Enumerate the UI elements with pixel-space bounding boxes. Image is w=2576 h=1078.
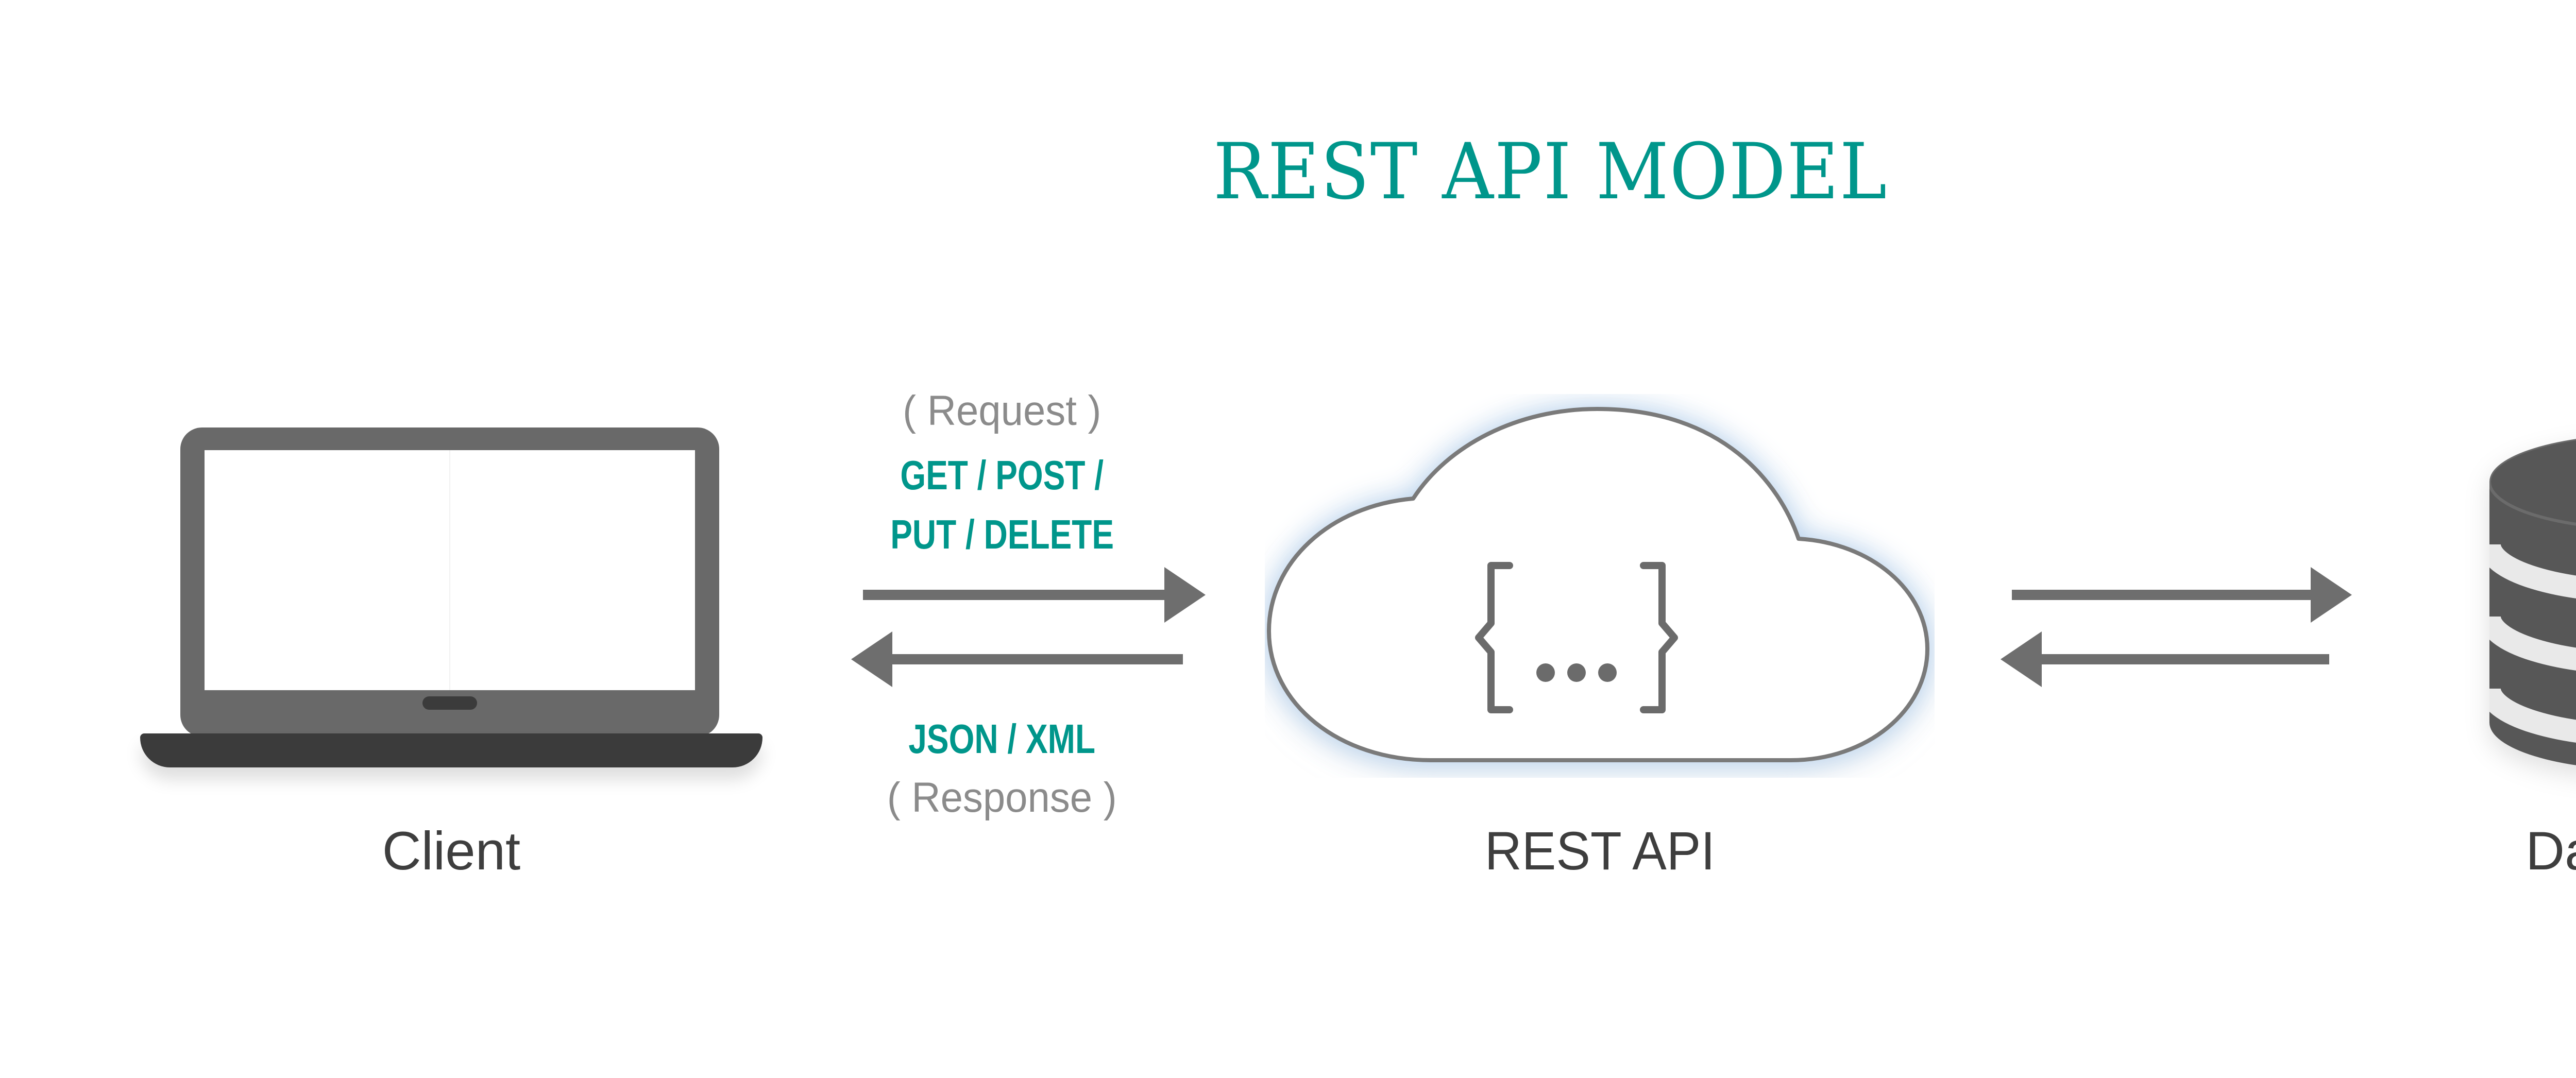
database-top-rim: [2488, 437, 2576, 526]
api-node-label: REST API: [1484, 821, 1715, 881]
ellipsis-dots: [1536, 663, 1617, 682]
response-formats: JSON / XML: [908, 716, 1096, 762]
arrow-shaft: [891, 654, 1183, 664]
arrow-shaft: [2041, 654, 2329, 664]
code-braces-icon: [1475, 562, 1513, 713]
response-annotation: ( Response ): [887, 774, 1117, 821]
arrow-right-head: [1164, 567, 1206, 623]
arrow-shaft: [863, 590, 1165, 600]
cloud-icon: [1267, 407, 1929, 762]
laptop-base: [140, 733, 762, 767]
database-node-label: Database: [2526, 821, 2576, 881]
page-title: REST API MODEL: [1213, 127, 1888, 217]
laptop-notch: [422, 696, 477, 710]
client-node-label: Client: [382, 821, 521, 881]
http-methods-line2: PUT / DELETE: [890, 511, 1114, 557]
cloud-shape: [1267, 407, 1929, 762]
database-body: [2489, 439, 2576, 765]
database-icon: [2488, 437, 2576, 765]
laptop-screen: [205, 450, 695, 690]
arrow-left-head: [2001, 631, 2042, 687]
arrow-shaft: [2012, 590, 2312, 600]
arrow-left-head: [851, 631, 892, 687]
request-annotation: ( Request ): [903, 387, 1101, 434]
laptop-screen-seam: [449, 450, 450, 690]
arrow-right-head: [2311, 567, 2352, 623]
http-methods-line1: GET / POST /: [900, 452, 1104, 498]
database-stripes: [2489, 543, 2576, 747]
